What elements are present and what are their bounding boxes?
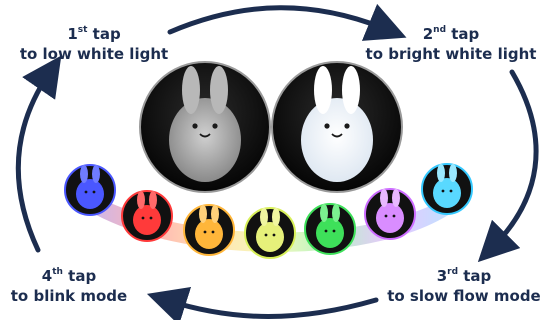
orange-bunny-icon <box>184 205 234 255</box>
step-1-label: 1st tap to low white light <box>6 24 182 64</box>
step-2-action: to bright white light <box>358 44 544 64</box>
step-1-action: to low white light <box>6 44 182 64</box>
step-4-label: 4th tap to blink mode <box>4 266 134 306</box>
blue-bunny-icon <box>65 165 115 215</box>
step-1-tap: tap <box>93 25 121 43</box>
step-3-tap: tap <box>463 267 491 285</box>
step-2-number: 2 <box>423 25 433 43</box>
step-3-suffix: rd <box>447 267 458 277</box>
step-3-label: 3rd tap to slow flow mode <box>378 266 550 306</box>
arrow-left <box>18 72 50 250</box>
purple-bunny-icon <box>365 189 415 239</box>
step-4-tap: tap <box>68 267 96 285</box>
cyan-bunny-icon <box>422 164 472 214</box>
bright-white-bunny-icon <box>272 62 402 192</box>
step-3-number: 3 <box>437 267 447 285</box>
red-bunny-icon <box>122 191 172 241</box>
green-bunny-icon <box>305 204 355 254</box>
step-4-suffix: th <box>52 267 63 277</box>
step-3-action: to slow flow mode <box>378 286 550 306</box>
step-2-suffix: nd <box>433 25 446 35</box>
step-1-number: 1 <box>67 25 77 43</box>
step-4-number: 4 <box>42 267 52 285</box>
step-2-tap: tap <box>451 25 479 43</box>
step-4-action: to blink mode <box>4 286 134 306</box>
low-white-bunny-icon <box>140 62 270 192</box>
step-1-suffix: st <box>78 25 88 35</box>
step-2-label: 2nd tap to bright white light <box>358 24 544 64</box>
yellow-green-bunny-icon <box>245 208 295 258</box>
arrow-top <box>170 8 388 32</box>
arrow-bottom <box>166 300 376 317</box>
arrow-right <box>492 72 536 248</box>
